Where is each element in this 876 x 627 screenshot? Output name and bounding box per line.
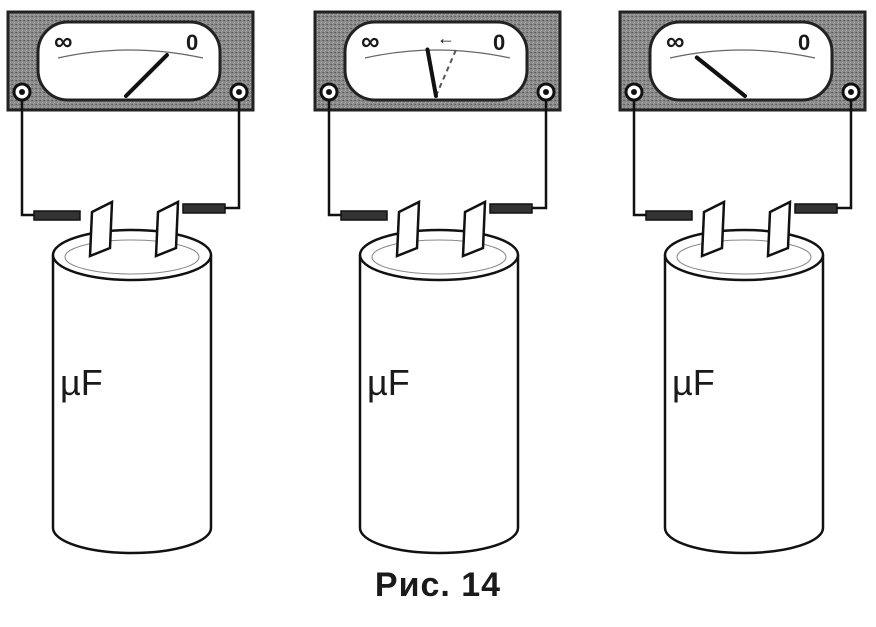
probe-left xyxy=(33,210,81,221)
wire-left xyxy=(327,100,343,217)
capacitor-top xyxy=(51,228,213,282)
probe-left xyxy=(645,210,693,221)
meter-dial xyxy=(343,20,529,102)
capacitor-top-rim xyxy=(371,239,507,275)
wire-right xyxy=(835,100,853,210)
wire-right xyxy=(223,100,241,210)
capacitor-top-rim xyxy=(676,239,812,275)
capacitor-label: µF xyxy=(60,362,103,403)
probe-right xyxy=(182,203,226,214)
meter-scale-arc xyxy=(364,49,511,59)
capacitor-lead-left xyxy=(88,199,114,258)
meter-terminal-left-core xyxy=(326,89,332,95)
meter-dial xyxy=(36,20,222,102)
capacitor-lead-right xyxy=(766,199,792,258)
meter-terminal-right-core xyxy=(543,89,549,95)
figure-caption: Рис. 14 xyxy=(374,566,502,604)
needle-direction-arrow: ← xyxy=(437,28,455,48)
meter-needle xyxy=(425,47,438,98)
probe-right xyxy=(489,203,533,214)
probe-left xyxy=(340,210,388,221)
wire-right xyxy=(530,100,548,210)
meter-terminal-right-core xyxy=(848,89,854,95)
panel-1: ∞ 0 µF xyxy=(6,10,255,555)
meter-scale-arc xyxy=(669,49,816,59)
panel-3: ∞ 0 µF xyxy=(618,10,867,555)
meter-terminal-left-core xyxy=(19,89,25,95)
capacitor-body xyxy=(51,255,213,555)
scale-label-zero: 0 xyxy=(798,30,810,55)
meter-terminal-right-core xyxy=(236,89,242,95)
capacitor-lead-left xyxy=(395,199,421,258)
scale-label-zero: 0 xyxy=(186,30,198,55)
wire-left xyxy=(632,100,648,217)
capacitor-label: µF xyxy=(672,362,715,403)
capacitor-body xyxy=(663,255,825,555)
probe-right xyxy=(794,203,838,214)
meter-dial xyxy=(648,20,834,102)
meter-needle xyxy=(694,55,747,98)
meter-terminal-left-core xyxy=(631,89,637,95)
capacitor-top-rim xyxy=(64,239,200,275)
scale-label-infinity: ∞ xyxy=(666,26,685,56)
meter-scale-arc xyxy=(57,49,204,59)
panel-2: ∞ 0 ← µF xyxy=(313,10,562,555)
wire-left xyxy=(20,100,36,217)
meter-needle xyxy=(124,53,169,98)
capacitor-top xyxy=(358,228,520,282)
capacitor-lead-right xyxy=(461,199,487,258)
capacitor-label: µF xyxy=(367,362,410,403)
capacitor-lead-left xyxy=(700,199,726,258)
capacitor-body xyxy=(358,255,520,555)
capacitor-lead-right xyxy=(154,199,180,258)
capacitor-top xyxy=(663,228,825,282)
scale-label-infinity: ∞ xyxy=(361,26,380,56)
scale-label-infinity: ∞ xyxy=(54,26,73,56)
scale-label-zero: 0 xyxy=(493,30,505,55)
